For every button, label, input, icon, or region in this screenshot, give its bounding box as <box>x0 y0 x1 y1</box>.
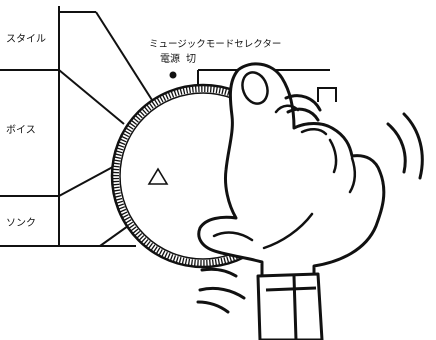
off-label: 切 <box>186 53 196 65</box>
voice-label: ボイス <box>6 124 36 136</box>
motion-line-left-3 <box>198 302 228 312</box>
frame-right-bracket <box>318 88 336 102</box>
motion-line-left-1 <box>202 269 236 276</box>
song-label: ソンク <box>6 217 36 229</box>
selector-title: ミュージックモードセレクター <box>149 39 281 50</box>
motion-line-left-2 <box>200 288 244 298</box>
cuff-seam-1 <box>266 288 316 290</box>
power-dot-icon <box>170 72 177 79</box>
sleeve-cuff <box>258 274 322 340</box>
style-leader-line-diagonal <box>96 12 152 100</box>
voice-leader-line-diagonal <box>59 70 124 124</box>
style-label: スタイル <box>6 33 46 45</box>
cuff-seam-2 <box>294 276 296 340</box>
cuff-outline <box>258 274 322 340</box>
motion-line-right-2 <box>404 114 422 178</box>
motion-line-right-1 <box>388 124 405 172</box>
power-label: 電源 <box>160 52 180 65</box>
